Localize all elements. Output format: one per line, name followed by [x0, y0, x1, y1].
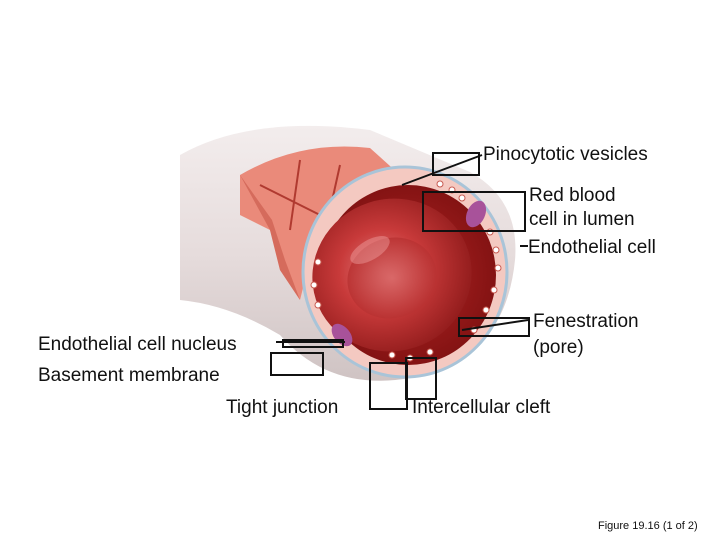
- pointer-box-fenestration: [458, 317, 530, 337]
- endothelial-cut-face-2: [240, 175, 300, 300]
- pointer-box-intercellular: [405, 357, 437, 400]
- endothelial-nucleus-upper: [465, 200, 487, 228]
- pointer-box-basement: [270, 352, 324, 376]
- pointer-box-nucleus: [282, 339, 344, 348]
- pointer-box-pinocytotic: [432, 152, 480, 176]
- label-red-blood-cell-line2: cell in lumen: [529, 209, 635, 230]
- label-endothelial-cell-nucleus: Endothelial cell nucleus: [38, 334, 237, 355]
- red-blood-cell-dimple: [347, 237, 437, 319]
- label-leaders: [276, 154, 529, 343]
- pointer-box-tight-junction: [369, 362, 408, 410]
- label-fenestration-line1: Fenestration: [533, 311, 639, 332]
- label-fenestration-line2: (pore): [533, 337, 584, 358]
- pointer-box-rbc: [422, 191, 526, 232]
- label-red-blood-cell-line1: Red blood: [529, 185, 616, 206]
- label-tight-junction: Tight junction: [226, 397, 339, 418]
- label-intercellular-cleft: Intercellular cleft: [412, 397, 551, 418]
- pinocytotic-vesicles: [310, 180, 502, 362]
- label-basement-membrane: Basement membrane: [38, 365, 220, 386]
- figure-caption: Figure 19.16 (1 of 2): [598, 520, 698, 532]
- label-endothelial-cell: Endothelial cell: [528, 237, 656, 258]
- label-pinocytotic-vesicles: Pinocytotic vesicles: [483, 144, 648, 165]
